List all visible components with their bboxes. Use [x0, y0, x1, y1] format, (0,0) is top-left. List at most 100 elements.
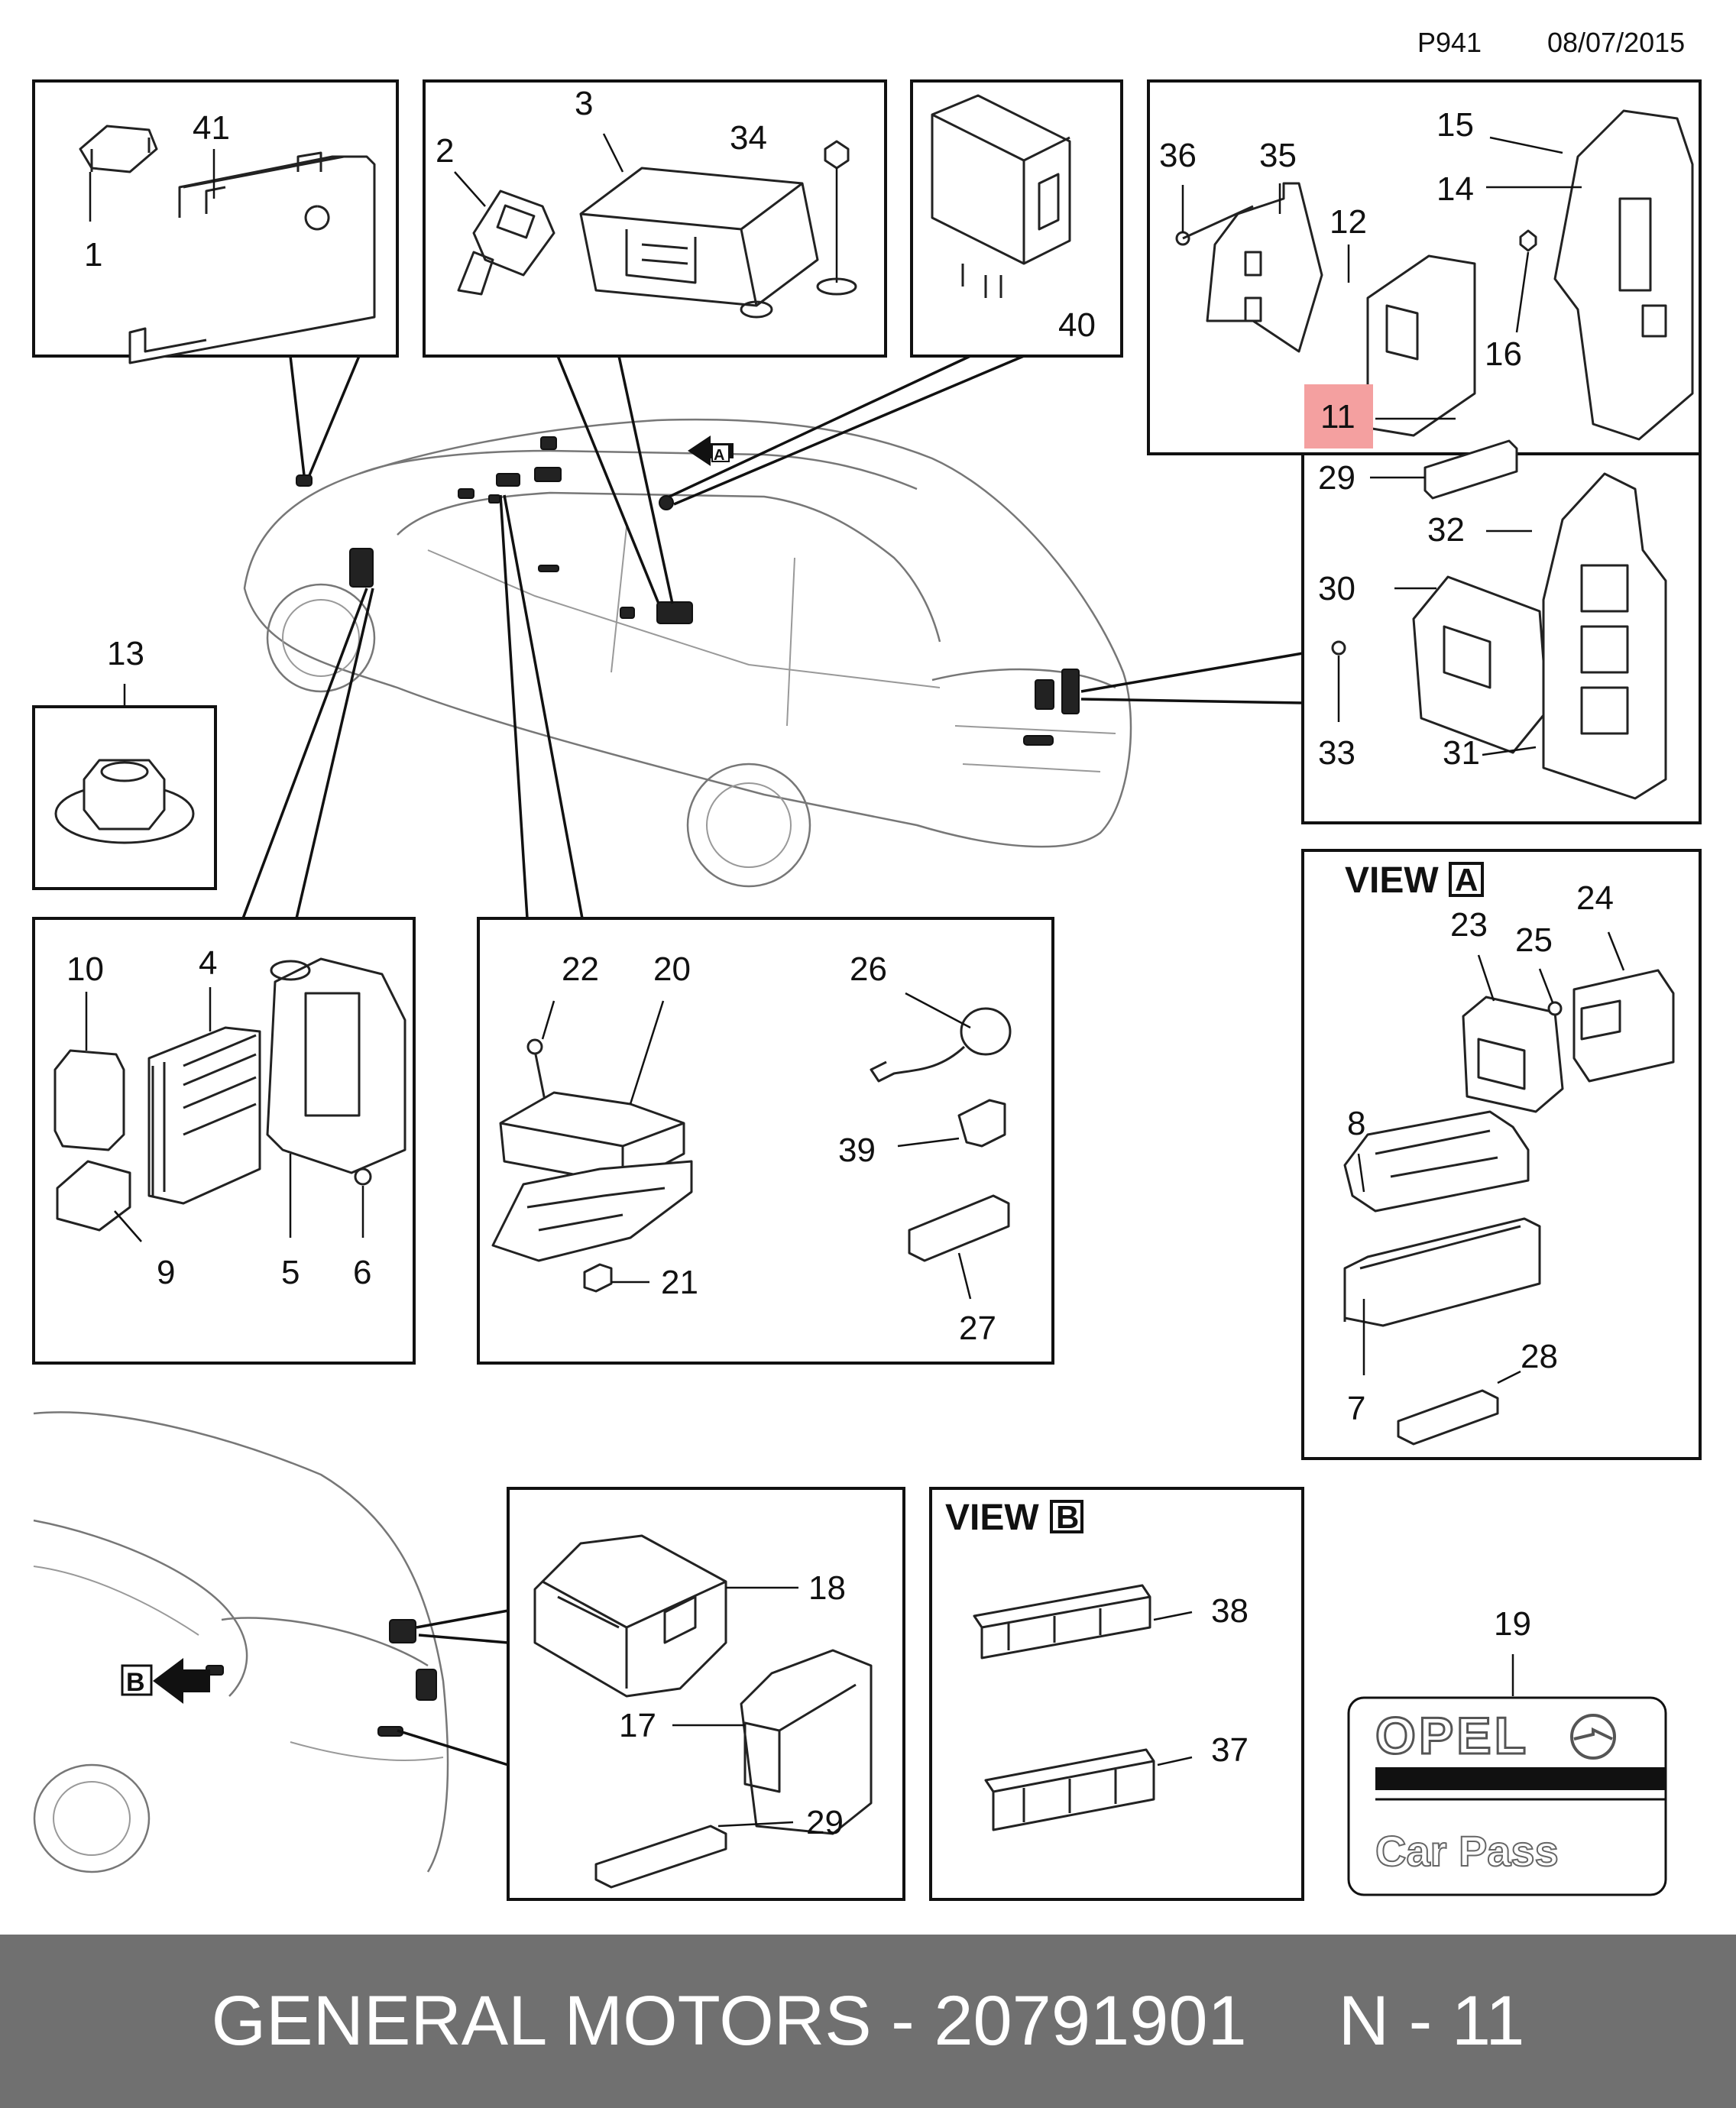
footer-brand-part: GENERAL MOTORS - 20791901 — [211, 1982, 1247, 2060]
callout-37: 37 — [1211, 1731, 1249, 1769]
part-39-clip — [957, 1099, 1006, 1148]
callout-10: 10 — [66, 950, 104, 988]
callout-16: 16 — [1485, 335, 1522, 373]
callout-39: 39 — [838, 1132, 876, 1169]
callout-1: 1 — [84, 236, 102, 274]
panel-40: 40 — [910, 79, 1123, 358]
panel-17-18: 18 17 29 — [507, 1487, 905, 1901]
panel-view-a: VIEW A 23 25 24 8 7 28 — [1301, 849, 1702, 1460]
part-7-module — [1343, 1217, 1541, 1327]
view-b-arrow — [153, 1658, 210, 1704]
callout-29-bottom: 29 — [806, 1804, 844, 1841]
callout-12: 12 — [1330, 203, 1367, 241]
panel-4-bcm: 10 9 4 5 6 — [32, 917, 416, 1365]
panel-29-33: 29 32 30 31 33 — [1301, 439, 1702, 824]
part-4-bcm — [147, 1026, 261, 1205]
callout-lines — [241, 355, 1304, 919]
panel-11-bracket: 36 35 12 11 14 15 16 — [1147, 79, 1702, 455]
part-18-module — [533, 1534, 727, 1698]
callout-30: 30 — [1318, 570, 1355, 607]
view-b-title: VIEW — [945, 1498, 1039, 1538]
part-24-bracket — [1572, 969, 1675, 1083]
car-pass-caption: Car Pass — [1375, 1827, 1559, 1875]
sedan-car-illustration: A — [243, 418, 1132, 888]
callout-2: 2 — [436, 132, 454, 170]
callout-11: 11 — [1320, 398, 1355, 436]
part-27-antenna — [908, 1194, 1010, 1262]
callout-5: 5 — [281, 1254, 300, 1291]
callout-29-top: 29 — [1318, 459, 1355, 497]
callout-8: 8 — [1347, 1105, 1365, 1142]
part-19-car-pass: 19 OPEL Car Pass — [1347, 1605, 1667, 1896]
callout-28: 28 — [1521, 1338, 1558, 1375]
panel-view-b: VIEW B 38 37 — [929, 1487, 1304, 1901]
callout-14: 14 — [1436, 170, 1474, 208]
opel-logo-icon — [1570, 1714, 1616, 1760]
part-14-bracket — [1553, 109, 1694, 441]
callout-35: 35 — [1259, 137, 1297, 174]
callout-17: 17 — [619, 1707, 656, 1744]
part-30-module — [1412, 575, 1549, 754]
callout-26: 26 — [850, 950, 887, 988]
part-28-connector — [1397, 1389, 1499, 1446]
callout-6: 6 — [353, 1254, 371, 1291]
view-a-title: VIEW — [1345, 860, 1439, 901]
view-b-arrow-letter: B — [126, 1668, 145, 1697]
panel-13: 13 — [32, 635, 217, 890]
callout-19: 19 — [1494, 1605, 1531, 1643]
part-9-module — [56, 1160, 131, 1232]
part-38-bracket — [980, 1595, 1151, 1660]
part-5-bracket — [266, 957, 406, 1174]
footer-ref: N - 11 — [1338, 1982, 1525, 2060]
footer: GENERAL MOTORS - 20791901 N - 11 — [0, 1935, 1736, 2108]
callout-32: 32 — [1427, 511, 1465, 549]
callout-38: 38 — [1211, 1592, 1249, 1630]
callout-24: 24 — [1576, 879, 1614, 917]
wagon-car-illustration: B — [33, 1411, 509, 1873]
callout-4: 4 — [199, 944, 217, 982]
view-a-letter: A — [1455, 862, 1478, 898]
page-date: 08/07/2015 — [1547, 27, 1685, 58]
part-35-bracket — [1206, 182, 1323, 353]
part-29-antenna-rear — [594, 1825, 727, 1889]
callout-27: 27 — [959, 1310, 996, 1347]
part-34-nut — [824, 140, 850, 170]
part-40-relay — [931, 94, 1071, 265]
part-26-sensor — [960, 1007, 1012, 1056]
callout-31: 31 — [1443, 734, 1480, 772]
callout-21: 21 — [661, 1264, 698, 1301]
part-10-module — [53, 1049, 125, 1151]
part-11-module — [1366, 254, 1476, 437]
callout-7: 7 — [1347, 1390, 1365, 1427]
part-31-bracket — [1542, 472, 1667, 800]
panel-1-41: 1 41 — [32, 79, 399, 364]
highlight-part-11 — [1304, 384, 1373, 448]
callout-22: 22 — [562, 950, 599, 988]
callout-40: 40 — [1058, 306, 1096, 344]
callout-15: 15 — [1436, 106, 1474, 144]
part-29-antenna — [1423, 439, 1518, 500]
callout-9: 9 — [157, 1254, 175, 1291]
part-21-clip — [583, 1263, 613, 1293]
callout-33: 33 — [1318, 734, 1355, 772]
callout-13: 13 — [107, 635, 144, 672]
part-3-module — [579, 167, 819, 307]
callout-3: 3 — [575, 85, 593, 122]
part-37-bracket — [992, 1760, 1155, 1831]
callout-18: 18 — [808, 1569, 846, 1607]
part-13-nut — [83, 759, 166, 831]
part-41-bracket — [128, 155, 376, 364]
footer-bar — [0, 1935, 1736, 2108]
callout-25: 25 — [1515, 921, 1553, 959]
panel-2-3-34: 2 3 34 — [423, 79, 887, 358]
part-8-bracket — [1343, 1110, 1530, 1213]
callout-34: 34 — [730, 119, 767, 157]
opel-wordmark: OPEL — [1375, 1707, 1529, 1765]
callout-20: 20 — [653, 950, 691, 988]
part-23-module — [1462, 996, 1564, 1113]
page-code: P941 — [1417, 27, 1482, 58]
view-a-arrow-letter: A — [714, 447, 724, 464]
callout-23: 23 — [1450, 906, 1488, 944]
view-b-letter: B — [1056, 1499, 1079, 1535]
panel-20-airbag: 22 20 21 26 39 27 — [477, 917, 1054, 1365]
